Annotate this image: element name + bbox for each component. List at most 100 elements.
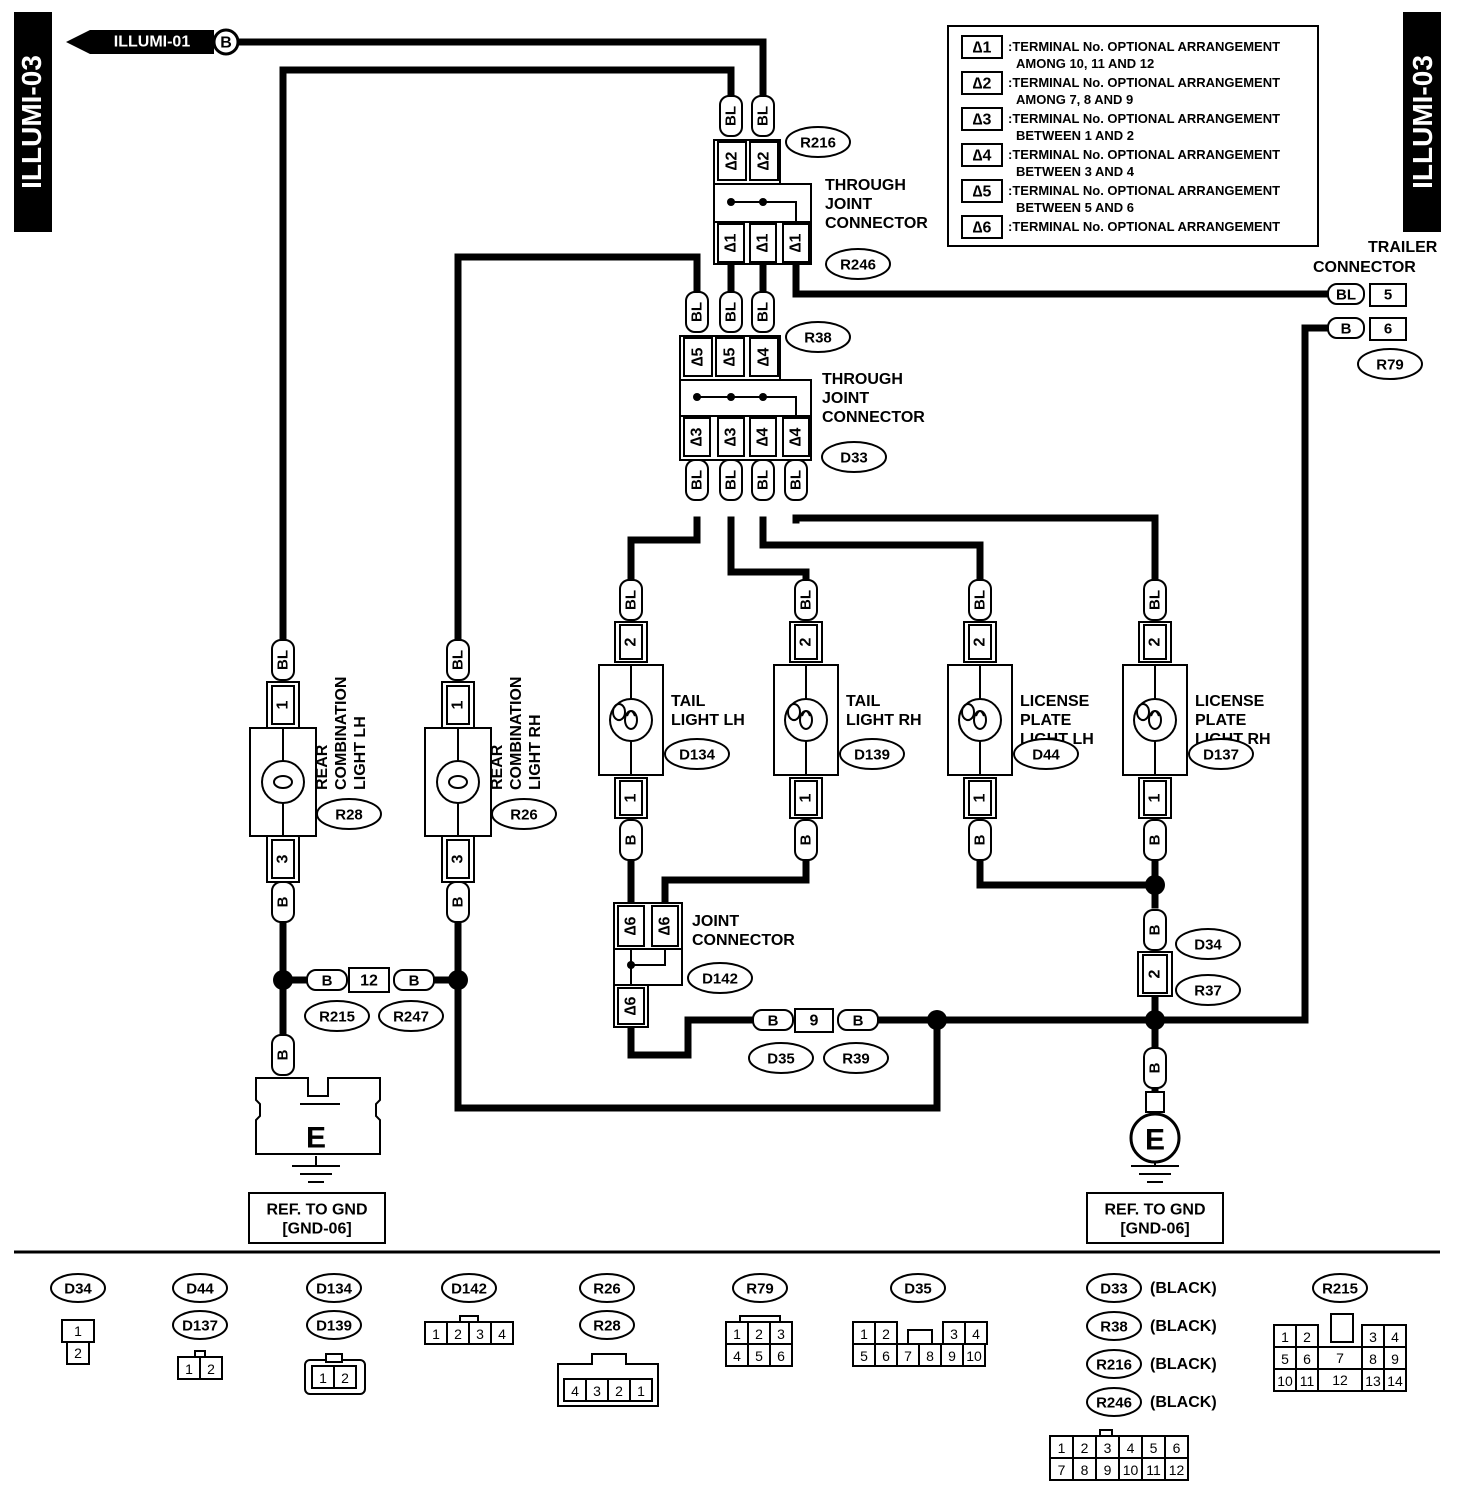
joint-connector-label: JOINT [692, 913, 739, 930]
filament-icon [799, 710, 813, 730]
connector-id: D134 [664, 738, 730, 770]
legend-pin-label: 7 [1058, 1462, 1066, 1478]
connector-id-oval [785, 126, 851, 158]
terminal-cell [446, 839, 470, 879]
filament-icon [1148, 710, 1162, 730]
note-mark-box [961, 143, 1003, 167]
legend-pin-label: 7 [904, 1348, 912, 1364]
terminal-cell [715, 337, 745, 377]
wire-tag-label: B [1341, 321, 1352, 338]
legend-connector-oval [1086, 1387, 1142, 1417]
terminal-cell [749, 141, 779, 181]
wire-tag-body [794, 819, 818, 861]
wire-tag-body [751, 459, 775, 501]
legend-pin-label: 10 [966, 1348, 982, 1364]
wire-tag-label: BL [788, 470, 805, 490]
wire-tag: B [619, 819, 643, 861]
wire-tag-label: B [1147, 834, 1164, 845]
terminal-cell [1142, 954, 1168, 994]
terminal-label: 2 [1147, 637, 1164, 646]
legend-connector-id: D139 [316, 1318, 352, 1335]
wire-tag-body [1143, 909, 1167, 951]
legend-pin-label: 4 [972, 1326, 980, 1342]
connector-id: R28 [316, 798, 382, 830]
wire-tag: B [306, 969, 348, 991]
legend-color-suffix: (BLACK) [1150, 1394, 1217, 1411]
wire-tag: B [837, 1009, 879, 1031]
terminal-cell [749, 223, 777, 263]
legend-pin-label: 9 [948, 1348, 956, 1364]
legend-latch [907, 1329, 933, 1345]
note-mark: ∆5 [973, 184, 992, 201]
terminal-label: 1 [1147, 793, 1164, 802]
rear-lamp-label: REAR [314, 744, 331, 790]
connector-id: D35 [748, 1042, 814, 1074]
note-line: AMONG 10, 11 AND 12 [1016, 56, 1154, 71]
wire-tag: BL [784, 459, 808, 501]
terminal-cell [968, 624, 992, 660]
terminal-cell [968, 780, 992, 816]
wire-tag-body [271, 639, 295, 681]
connector-id-oval [1175, 928, 1241, 960]
connector-id-oval [304, 1000, 370, 1032]
legend-connector-oval [306, 1310, 362, 1340]
filament-icon [273, 775, 293, 789]
terminal-label: 3 [450, 854, 467, 863]
legend-pin-label: 3 [593, 1383, 601, 1399]
legend-pin-label: 5 [860, 1348, 868, 1364]
gnd-ref-text: [GND-06] [282, 1221, 351, 1238]
legend-pin-label: 3 [950, 1326, 958, 1342]
connector-id: R79 [1357, 348, 1423, 380]
legend-pin-label: 1 [319, 1370, 327, 1386]
wire-tag-label: B [768, 1013, 779, 1030]
gnd-ref-text: [GND-06] [1120, 1221, 1189, 1238]
svg-text:B: B [220, 35, 232, 52]
r215-terminal [348, 967, 390, 993]
wire-tag-body [837, 1009, 879, 1031]
legend-pin-label: 4 [1391, 1329, 1399, 1345]
wires [236, 38, 1328, 1112]
terminal-cell [1143, 624, 1167, 660]
legend-pin-label: 3 [476, 1326, 484, 1342]
bus-dot [727, 198, 735, 206]
note-row: ∆1:TERMINAL No. OPTIONAL ARRANGEMENTAMON… [961, 35, 1280, 71]
legend-pin [1164, 1457, 1189, 1481]
terminal-label: 3 [275, 854, 292, 863]
connector-id-oval [823, 1042, 889, 1074]
svg-text:ILLUMI-03: ILLUMI-03 [1407, 55, 1438, 189]
wire-tag: B [271, 1034, 295, 1076]
wire-tag: B [1327, 317, 1365, 339]
connector-id-oval [839, 738, 905, 770]
lamp-label: LICENSE [1195, 693, 1265, 710]
note-mark: ∆3 [973, 112, 992, 129]
connector-id-oval [1357, 348, 1423, 380]
feed-arrow[interactable]: ILLUMI-01 B [66, 28, 240, 56]
legend-connector-id: R38 [1100, 1319, 1128, 1336]
wire-tag-label: BL [623, 590, 640, 610]
connector-id-oval [825, 248, 891, 280]
wire-tag-label: B [275, 1049, 292, 1060]
terminal-label: 1 [275, 700, 292, 709]
legend-pin-label: 1 [185, 1361, 193, 1377]
note-line: :TERMINAL No. OPTIONAL ARRANGEMENT [1008, 147, 1280, 162]
lamp-label: LICENSE [1020, 693, 1090, 710]
wire-tag-body [752, 1009, 794, 1031]
terminal-cell [446, 685, 470, 725]
wire-tag-body [751, 291, 775, 333]
through-joint-label: CONNECTOR [825, 215, 928, 232]
legend-connector-id: D137 [182, 1318, 218, 1335]
terminal-cell [617, 905, 645, 947]
wire-tag: BL [446, 639, 470, 681]
note-line: :TERMINAL No. OPTIONAL ARRANGEMENT [1008, 39, 1280, 54]
wire-tag-body [446, 639, 470, 681]
lamp-label: TAIL [846, 693, 881, 710]
terminal-label: ∆4 [755, 428, 772, 447]
note-line: :TERMINAL No. OPTIONAL ARRANGEMENT [1008, 75, 1280, 90]
wire-tag-label: B [853, 1013, 864, 1030]
terminal-label: ∆6 [657, 917, 674, 936]
side-tab-left: ILLUMI-03 [14, 12, 52, 232]
legend-connector-id: R26 [593, 1281, 621, 1298]
connector-id: R37 [1175, 974, 1241, 1006]
ground-block-icon [255, 1077, 381, 1155]
note-mark: ∆4 [973, 148, 992, 165]
